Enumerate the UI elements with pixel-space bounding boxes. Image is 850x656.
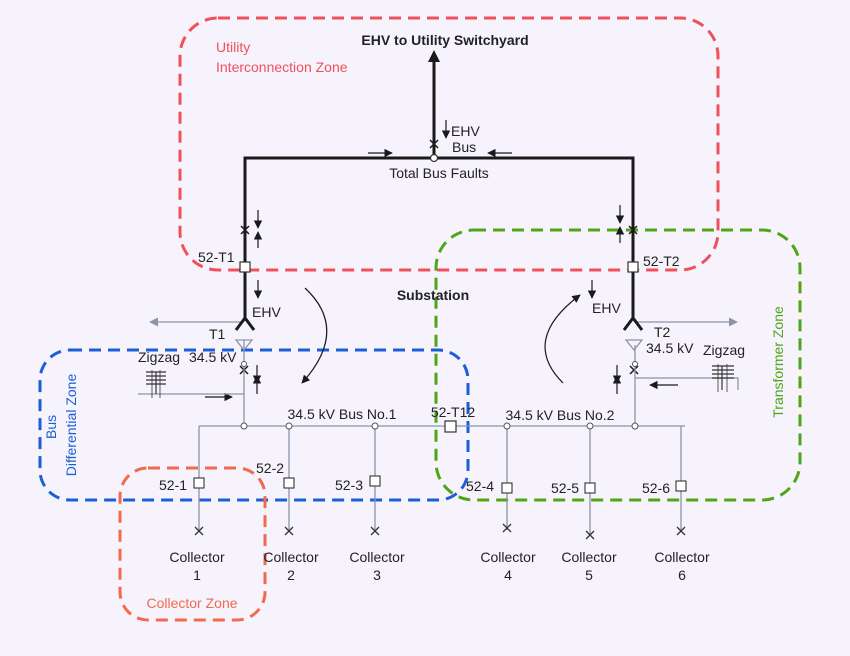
breaker-52-t1[interactable] [239, 261, 251, 273]
feeder-breakers [193, 475, 687, 494]
transformer-t2-winding-icon [624, 339, 644, 352]
ct-node [632, 361, 638, 367]
cross-icon [284, 526, 294, 536]
breaker-52-6[interactable] [675, 480, 687, 492]
utility-zone-label: Utility Interconnection Zone [216, 39, 348, 75]
breaker-52-2[interactable] [283, 477, 295, 489]
bus-node [285, 422, 293, 430]
ehv-main-lines [243, 57, 635, 318]
bus2-label: 34.5 kV Bus No.2 [506, 407, 615, 423]
ehv-right-label: EHV [592, 300, 621, 316]
bus-node [503, 422, 511, 430]
feeder-breaker-label: 52-4 [466, 478, 494, 494]
ct-signal-lines [138, 317, 739, 534]
feeder-breaker-label: 52-5 [551, 480, 579, 496]
cross-icon [628, 225, 638, 235]
transformer-t1-label: T1 [209, 326, 226, 342]
fault-current-arrows [205, 120, 678, 402]
transformer-zone-label: Transformer Zone [770, 306, 786, 418]
cross-icon [629, 365, 639, 375]
transformer-t2-label: T2 [654, 324, 671, 340]
cross-icon [585, 530, 595, 540]
kv-left-label: 34.5 kV [189, 349, 237, 365]
breaker-52-5[interactable] [584, 482, 596, 494]
feeder-breaker-label: 52-3 [335, 477, 363, 493]
transformer-t1-winding-icon [234, 339, 254, 352]
feeder-breaker-labels: 52-1 52-2 52-3 52-4 52-5 52-6 [159, 460, 670, 496]
feeder-breaker-label: 52-2 [256, 460, 284, 476]
bus-node [240, 422, 248, 430]
collector-zone-label: Collector Zone [146, 595, 237, 611]
breaker-52-3[interactable] [369, 475, 381, 487]
ehv-bus-label: EHV Bus [451, 123, 484, 155]
breaker-52-t1-label: 52-T1 [198, 249, 235, 265]
breaker-52-t12[interactable] [444, 420, 457, 433]
feeder-breaker-label: 52-1 [159, 477, 187, 493]
kv-right-label: 34.5 kV [646, 340, 694, 356]
breaker-52-1[interactable] [193, 477, 205, 489]
cross-icon [240, 225, 250, 235]
bus-node [586, 422, 594, 430]
bus-node [371, 422, 379, 430]
substation-label: Substation [397, 287, 469, 303]
cross-icon [676, 526, 686, 536]
ehv-bus-node [429, 153, 439, 163]
bus-zone-label: Bus Differential Zone [43, 374, 79, 477]
transformer-t2-icon [622, 315, 644, 331]
collector-zone [118, 466, 267, 622]
breaker-52-t2[interactable] [627, 261, 639, 273]
bus-nodes [240, 361, 639, 430]
cross-icon [194, 526, 204, 536]
ct-cross-marks [239, 139, 639, 375]
bus-node [631, 422, 639, 430]
feeder-breaker-label: 52-6 [642, 480, 670, 496]
total-bus-faults-label: Total Bus Faults [389, 165, 489, 181]
zigzag-left-label: Zigzag [138, 349, 180, 365]
utility-interconnection-zone [178, 16, 720, 272]
zigzag-right-label: Zigzag [703, 342, 745, 358]
breaker-52-t2-label: 52-T2 [643, 253, 680, 269]
arrow-to-switchyard-icon [428, 50, 440, 62]
diagram-title: EHV to Utility Switchyard [361, 32, 528, 48]
bus1-label: 34.5 kV Bus No.1 [288, 406, 397, 422]
cross-icon [502, 523, 512, 533]
zigzag-left-icon [146, 370, 166, 398]
ehv-left-label: EHV [252, 304, 281, 320]
breaker-52-4[interactable] [501, 482, 513, 494]
ct-node [241, 361, 247, 367]
feeder-end-crosses [194, 523, 686, 540]
cross-icon [370, 526, 380, 536]
bus-differential-zone [38, 348, 470, 502]
zigzag-right-icon [712, 364, 734, 392]
transformer-t1-icon [234, 315, 256, 331]
tie-breaker-label: 52-T12 [431, 404, 476, 420]
cross-icon [429, 139, 439, 149]
